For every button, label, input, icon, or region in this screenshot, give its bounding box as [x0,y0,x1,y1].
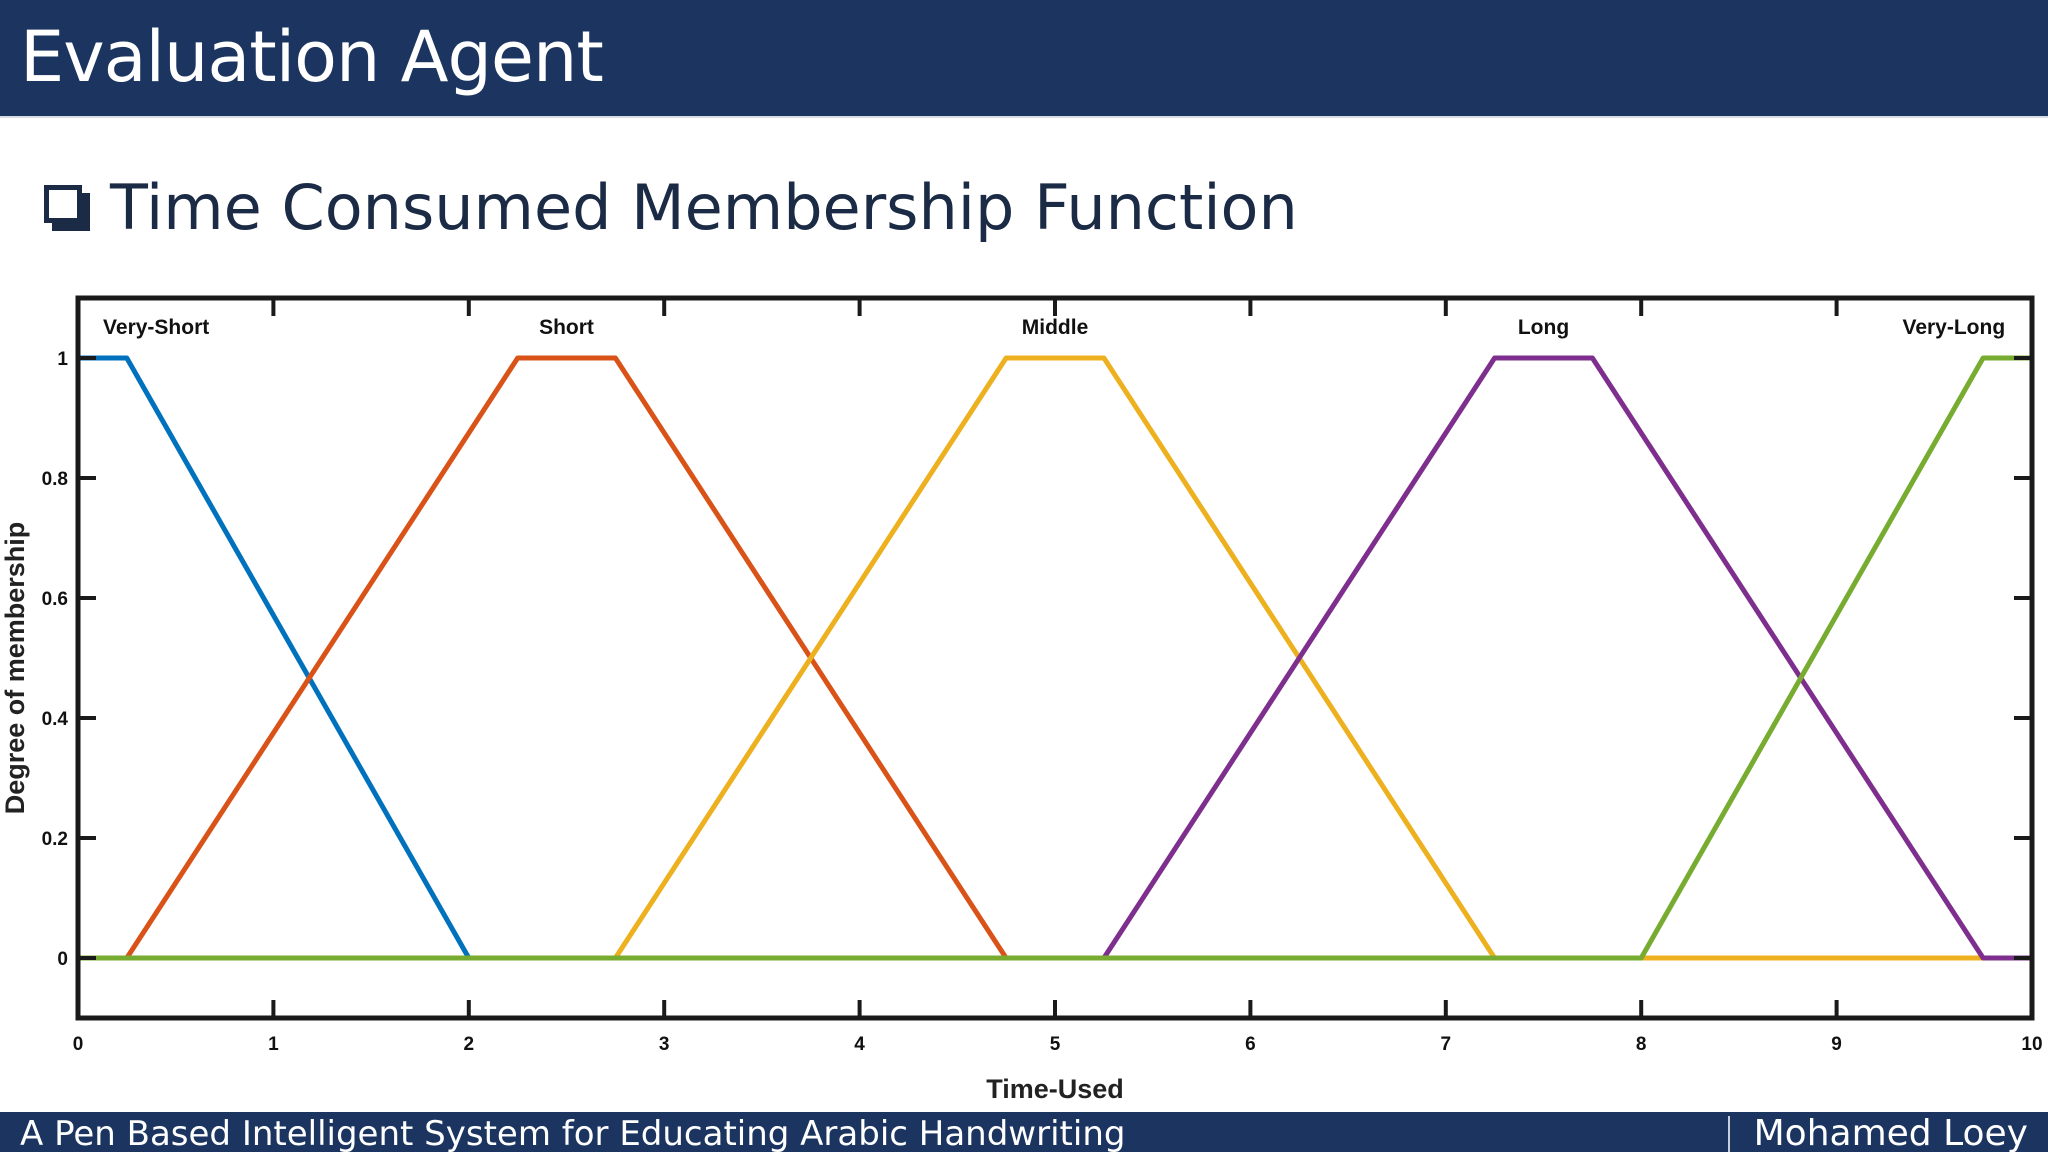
x-tick-label: 0 [73,1034,84,1055]
x-tick-label: 4 [854,1034,865,1055]
mf-label: Long [1518,316,1569,339]
y-axis-label: Degree of membership [0,522,30,815]
x-tick-label: 2 [464,1034,475,1055]
mf-label: Short [539,316,594,339]
y-tick-label: 0.4 [42,709,69,730]
x-tick-label: 7 [1441,1034,1452,1055]
series-line-middle [75,355,2035,961]
mf-label: Very-Long [1902,316,2005,339]
footer-divider [1728,1116,1730,1152]
slide-subtitle: Time Consumed Membership Function [110,171,1298,244]
series-line-long [75,355,2035,961]
checkbox-icon [44,185,82,223]
x-tick-label: 1 [268,1034,279,1055]
x-tick-label: 9 [1831,1034,1842,1055]
x-tick-label: 6 [1245,1034,1256,1055]
x-tick-label: 8 [1636,1034,1647,1055]
title-bar: Evaluation Agent [0,0,2048,118]
footer-bar: A Pen Based Intelligent System for Educa… [0,1112,2048,1154]
x-tick-label: 10 [2021,1034,2042,1055]
x-axis-label: Time-Used [986,1074,1124,1104]
footer-author: Mohamed Loey [1753,1113,2028,1154]
y-tick-label: 0.2 [42,829,68,850]
y-tick-label: 0 [57,949,68,970]
footer-project-title: A Pen Based Intelligent System for Educa… [20,1114,1126,1154]
y-tick-label: 0.8 [42,469,68,490]
series-line-short [75,355,2035,961]
y-tick-label: 1 [57,349,68,370]
x-tick-label: 5 [1050,1034,1061,1055]
x-tick-label: 3 [659,1034,670,1055]
y-tick-label: 0.6 [42,589,68,610]
mf-label: Middle [1022,316,1089,339]
mf-label: Very-Short [103,316,209,339]
series-line-very-short [75,355,2035,961]
slide-title: Evaluation Agent [20,16,604,98]
membership-chart: 0 1 2 3 4 5 6 7 8 9 10 0 0.2 0.4 0.6 0.8 1 Very-Short Shor… [0,295,2043,1104]
plot-frame [75,295,2035,1021]
series-line-very-long [75,355,2035,961]
